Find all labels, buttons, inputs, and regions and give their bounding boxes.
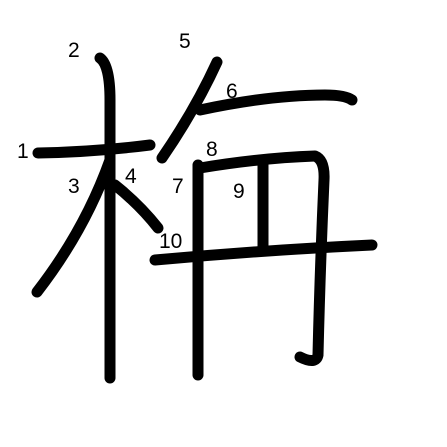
stroke-number-9: 9 — [233, 180, 245, 203]
stroke-3 — [31, 154, 116, 298]
stroke-number-1: 1 — [17, 140, 29, 163]
stroke-6 — [194, 89, 358, 116]
stroke-number-3: 3 — [68, 175, 80, 198]
stroke-number-7: 7 — [172, 175, 184, 198]
stroke-2 — [94, 52, 116, 384]
stroke-8 — [194, 150, 330, 366]
stroke-1 — [32, 139, 156, 159]
stroke-5 — [156, 56, 223, 164]
stroke-number-8: 8 — [206, 138, 218, 161]
stroke-number-5: 5 — [179, 30, 191, 53]
stroke-number-6: 6 — [226, 80, 238, 103]
stroke-number-2: 2 — [68, 39, 80, 62]
stroke-number-4: 4 — [125, 165, 137, 188]
stroke-10 — [149, 239, 378, 266]
stroke-4 — [109, 179, 164, 234]
stroke-number-10: 10 — [159, 230, 182, 253]
